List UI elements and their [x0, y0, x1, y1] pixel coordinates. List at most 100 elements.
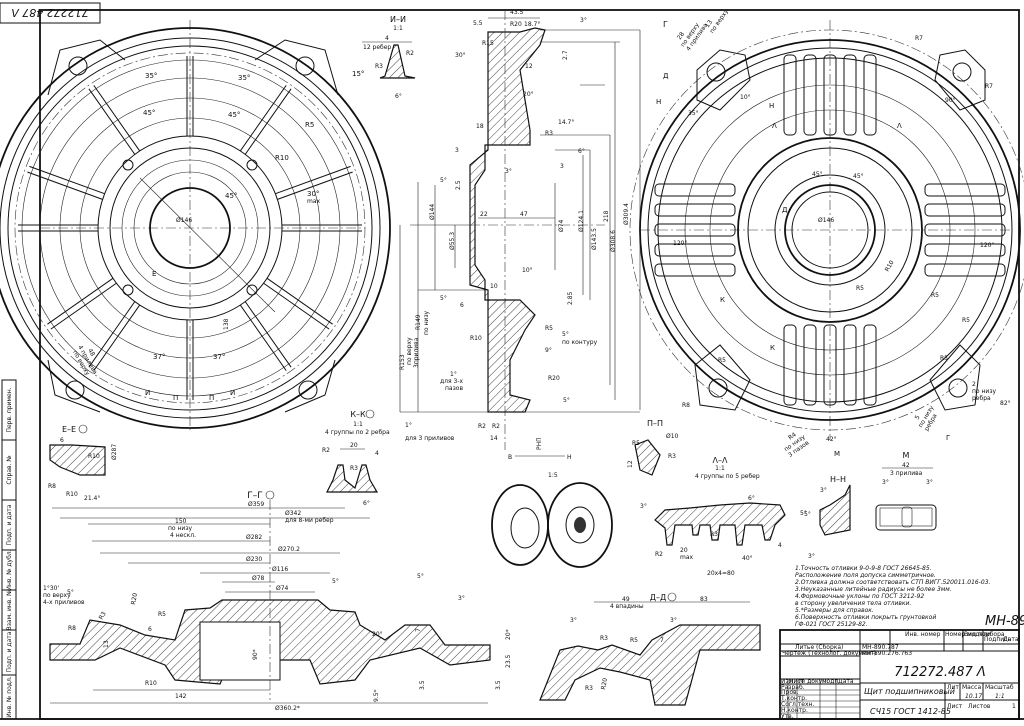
svg-text:12: 12 [627, 460, 634, 468]
svg-text:2.85: 2.85 [567, 291, 574, 305]
angle-label: 15° [352, 70, 364, 78]
note-line: Расположение поля допуска симметричное. [795, 572, 936, 579]
section-title: К–К [350, 410, 366, 419]
svg-text:7: 7 [660, 637, 664, 644]
svg-text:142: 142 [175, 693, 187, 700]
svg-text:5°: 5° [562, 331, 569, 338]
section-kk: К–К 1:1 4 группы по 2 ребра 20 4 R2 R3 6… [322, 409, 390, 507]
svg-text:Изм.: Изм. [781, 678, 795, 685]
rib-line [93, 304, 141, 371]
svg-text:R10: R10 [88, 453, 100, 460]
rib-line [275, 165, 351, 195]
svg-text:R2: R2 [478, 423, 486, 430]
svg-text:Ø270.2: Ø270.2 [278, 546, 300, 553]
rib-line [93, 85, 141, 152]
note-line: 6.Поверхность отливки покрыть грунтовкой [795, 614, 936, 621]
svg-text:1°30': 1°30' [43, 585, 59, 592]
svg-text:ребра: ребра [972, 395, 991, 402]
corner-stamp: 712272.487 Λ [0, 2, 101, 24]
svg-text:3.5: 3.5 [419, 680, 426, 690]
svg-text:2: 2 [972, 381, 976, 388]
technical-notes: 1.Точность отливки 9-0-9-8 ГОСТ 26645-85… [795, 565, 1024, 629]
svg-text:Ø309.4: Ø309.4 [623, 203, 630, 225]
svg-text:6°: 6° [395, 93, 402, 100]
svg-text:R3: R3 [585, 685, 593, 692]
svg-text:20°: 20° [372, 631, 383, 638]
view-left-shield: 35° 35° 45° 45° 45° 15° R5 R10 30° max Ø… [0, 20, 391, 430]
svg-text:18: 18 [476, 123, 484, 130]
svg-text:83: 83 [700, 596, 708, 603]
svg-text:218: 218 [603, 210, 610, 222]
svg-text:3°: 3° [670, 617, 677, 624]
section-ii: И–И 1:1 4 12 ребер R2 R3 6° [362, 15, 416, 100]
svg-text:Ø55.3: Ø55.3 [449, 232, 456, 250]
svg-text:Н: Н [656, 98, 661, 106]
svg-text:3 прилива: 3 прилива [890, 470, 923, 477]
svg-text:по верху: по верху [406, 337, 413, 365]
title-block-header: Дата [1003, 636, 1019, 643]
svg-text:R5: R5 [630, 637, 638, 644]
svg-text:Ø74: Ø74 [558, 219, 565, 232]
title-block-header: Подпись [984, 636, 1011, 643]
svg-text:3°: 3° [808, 553, 815, 560]
cooling-fin [823, 54, 837, 136]
svg-text:5: 5 [914, 414, 922, 421]
svg-text:для 3-х: для 3-х [440, 378, 463, 385]
svg-text:Ø78: Ø78 [252, 575, 265, 582]
svg-text:13: 13 [103, 640, 110, 648]
dimension-label: 138 [223, 318, 230, 330]
section-gg: Г–Г Ø359 Ø342 для 8-ми ребер 150 по низу… [43, 490, 512, 712]
note-line: 4.Формовочные уклоны по ГОСТ 3212-92 [795, 593, 924, 600]
side-strip-cell: Взам. инв. № [6, 590, 13, 631]
svg-text:R10: R10 [66, 491, 78, 498]
role-label: Утв. [781, 713, 794, 720]
angle-label: 35° [238, 74, 250, 82]
svg-text:max: max [680, 554, 694, 561]
svg-text:12: 12 [525, 63, 533, 70]
svg-text:для 3 приливов: для 3 приливов [405, 435, 455, 442]
svg-text:по верху: по верху [708, 8, 730, 35]
cooling-fin [654, 263, 736, 277]
svg-text:3°: 3° [580, 17, 587, 24]
svg-text:40°: 40° [742, 555, 753, 562]
cooling-fin [924, 243, 1006, 257]
role-label: Разраб. [781, 684, 805, 691]
svg-text:13: 13 [704, 19, 714, 29]
section-title: П–П [647, 419, 663, 428]
note-label: 4 группы по 2 ребра [325, 429, 390, 436]
svg-text:5.5: 5.5 [473, 20, 483, 27]
svg-text:20x4=80: 20x4=80 [707, 570, 735, 577]
svg-text:45°: 45° [853, 173, 864, 180]
svg-text:Ø287: Ø287 [111, 444, 118, 460]
section-mark: E [152, 270, 156, 278]
svg-text:Ø144: Ø144 [429, 204, 436, 220]
role-label: Т.контр. [780, 695, 807, 702]
svg-text:Лист: Лист [947, 703, 963, 710]
svg-text:4 нескл.: 4 нескл. [170, 532, 196, 539]
svg-text:20: 20 [350, 442, 358, 449]
svg-text:18.7°: 18.7° [524, 21, 540, 28]
cooling-fin [654, 183, 736, 197]
svg-text:R10: R10 [470, 335, 482, 342]
svg-text:R3: R3 [98, 610, 108, 621]
section-center-profile: 43.5 5.5 R20 18.7° 3° 30° R15 2.7 12 20°… [399, 9, 641, 479]
svg-text:R5: R5 [856, 285, 864, 292]
cooling-fin [654, 203, 736, 217]
title-block-header: Номер модели [945, 631, 991, 638]
svg-text:R3: R3 [350, 465, 358, 472]
svg-text:R5: R5 [718, 357, 726, 364]
svg-text:Д: Д [663, 72, 669, 80]
note-line: 5.*Размеры для справок. [795, 607, 874, 614]
svg-text:Ø143.5: Ø143.5 [591, 228, 598, 250]
title-block-cell: Чертеж (Технолог. документ) [782, 650, 876, 657]
svg-text:4: 4 [375, 450, 379, 457]
cooling-fin [654, 243, 736, 257]
svg-text:35°: 35° [688, 110, 699, 117]
svg-text:23.5: 23.5 [505, 654, 512, 668]
side-strip: Перв. примен. Справ. № Подп. и дата Инв.… [1, 379, 17, 720]
role-label: Согл.техн. [781, 701, 814, 708]
svg-text:30°: 30° [455, 52, 466, 59]
svg-text:Ø146: Ø146 [818, 217, 834, 224]
svg-text:по низу: по низу [423, 310, 430, 335]
svg-text:Ø308.6: Ø308.6 [610, 230, 617, 252]
